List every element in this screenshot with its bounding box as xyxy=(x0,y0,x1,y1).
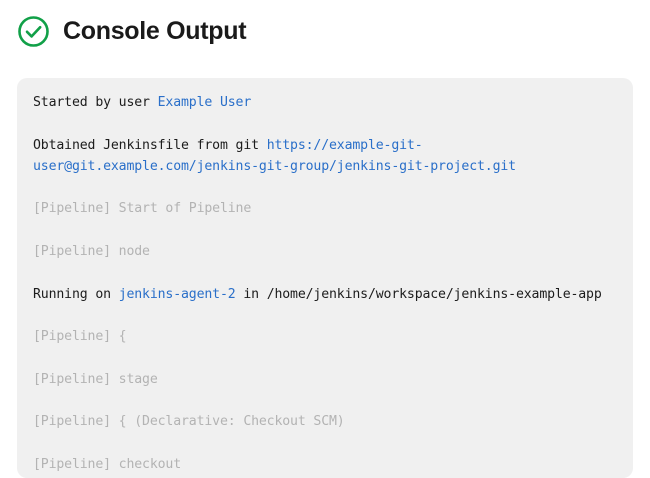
console-line-started-by-user: Started by user Example User xyxy=(33,92,617,113)
console-text: Started by user xyxy=(33,95,158,110)
console-text: [Pipeline] { (Declarative: Checkout SCM) xyxy=(33,414,345,430)
console-line-pipeline-checkout: [Pipeline] checkout xyxy=(33,454,617,475)
console-log[interactable]: Started by user Example User Obtained Je… xyxy=(33,92,617,478)
console-output-card[interactable]: Started by user Example User Obtained Je… xyxy=(17,78,633,478)
console-line-pipeline-start-of-pipeline: [Pipeline] Start of Pipeline xyxy=(33,198,617,219)
console-line-running-on-agent: Running on jenkins-agent-2 in /home/jenk… xyxy=(33,284,617,305)
check-circle-icon xyxy=(18,15,49,47)
console-text: [Pipeline] checkout xyxy=(33,457,182,473)
console-text: Running on xyxy=(33,286,119,302)
console-text: Obtained Jenkinsfile from git xyxy=(33,137,267,153)
console-line-pipeline-declarative-checkout-scm: [Pipeline] { (Declarative: Checkout SCM) xyxy=(33,411,617,432)
console-line-pipeline-open-brace: [Pipeline] { xyxy=(33,326,617,347)
console-text: [Pipeline] Start of Pipeline xyxy=(33,201,252,217)
console-text: [Pipeline] node xyxy=(33,244,150,260)
page-title: Console Output xyxy=(63,16,247,45)
console-link[interactable]: jenkins-agent-2 xyxy=(118,286,236,302)
console-text: in /home/jenkins/workspace/jenkins-examp… xyxy=(235,286,602,302)
console-text: [Pipeline] stage xyxy=(33,371,158,387)
console-line-pipeline-node: [Pipeline] node xyxy=(33,241,617,262)
console-line-obtained-jenkinsfile: Obtained Jenkinsfile from git https://ex… xyxy=(33,135,617,178)
console-link[interactable]: Example User xyxy=(157,95,252,110)
console-text: [Pipeline] { xyxy=(33,329,127,345)
page-header: Console Output xyxy=(0,0,650,48)
console-line-pipeline-stage: [Pipeline] stage xyxy=(33,369,617,390)
console-link[interactable]: https://example-git-user@git.example.com… xyxy=(33,137,516,174)
